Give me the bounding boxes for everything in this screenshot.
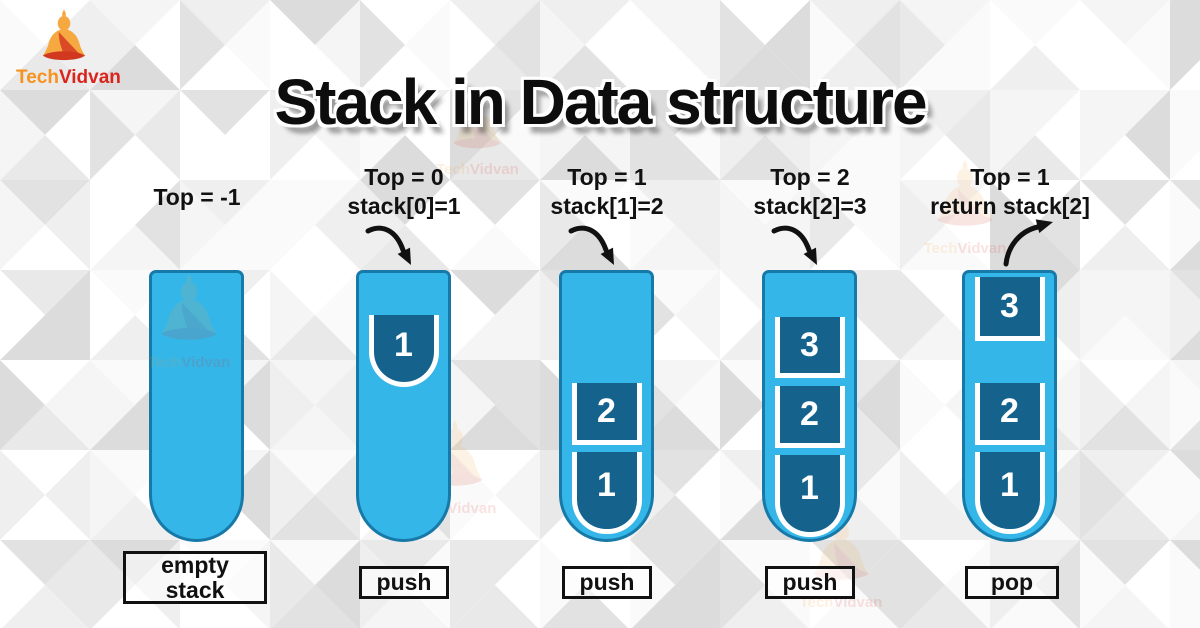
- stack-tube: 2 1: [559, 270, 654, 542]
- action-line: push: [782, 569, 838, 595]
- push-arrow-icon: [568, 225, 614, 265]
- stack-tube-empty: [149, 270, 244, 542]
- action-label-push: push: [765, 566, 855, 599]
- stack-tube: 1: [356, 270, 451, 542]
- stack-element: 1: [974, 452, 1045, 534]
- state-label: Top = 2 stack[2]=3: [695, 163, 925, 221]
- action-line: push: [376, 569, 432, 595]
- state-label-line: return stack[2]: [930, 193, 1090, 219]
- stack-element: 3: [774, 317, 845, 378]
- action-label-pop: pop: [965, 566, 1059, 599]
- page-title: Stack in Data structure: [274, 65, 927, 138]
- action-line: stack: [165, 576, 225, 603]
- stack-element: 1: [571, 452, 642, 534]
- push-arrow-icon: [771, 225, 817, 265]
- action-label-push: push: [359, 566, 449, 599]
- state-label-line: Top = -1: [153, 184, 241, 210]
- stack-element-popped: 3: [974, 277, 1045, 341]
- stack-element: 2: [774, 386, 845, 448]
- action-label-push: push: [562, 566, 652, 599]
- stack-tube: 3 2 1: [962, 270, 1057, 542]
- state-label: Top = -1: [82, 183, 312, 212]
- push-arrow-icon: [365, 225, 411, 265]
- state-label-line: Top = 0: [364, 164, 444, 190]
- state-label: Top = 0 stack[0]=1: [289, 163, 519, 221]
- stack-element: 1: [368, 315, 439, 387]
- action-line: push: [579, 569, 635, 595]
- brand-name: TechVidvan: [16, 67, 121, 88]
- state-label-line: stack[1]=2: [550, 193, 664, 219]
- state-label-line: Top = 1: [567, 164, 647, 190]
- state-label-line: Top = 2: [770, 164, 850, 190]
- pop-arrow-icon: [1003, 219, 1053, 267]
- action-line: pop: [990, 569, 1034, 595]
- stack-tube: 3 2 1: [762, 270, 857, 542]
- state-label-line: Top = 1: [970, 164, 1050, 190]
- action-line: empty: [161, 551, 229, 578]
- state-label-line: stack[0]=1: [347, 193, 461, 219]
- techvidvan-meditation-icon: [16, 8, 112, 69]
- brand-name-tech: Tech: [16, 67, 59, 88]
- brand-name-vidvan: Vidvan: [58, 67, 121, 88]
- stack-element: 1: [774, 455, 845, 537]
- stack-element: 2: [571, 383, 642, 445]
- action-label-empty-stack: empty stack: [123, 551, 267, 604]
- stack-element: 2: [974, 383, 1045, 445]
- state-label: Top = 1 return stack[2]: [895, 163, 1125, 221]
- state-label: Top = 1 stack[1]=2: [492, 163, 722, 221]
- techvidvan-logo: TechVidvan: [16, 8, 121, 88]
- state-label-line: stack[2]=3: [753, 193, 867, 219]
